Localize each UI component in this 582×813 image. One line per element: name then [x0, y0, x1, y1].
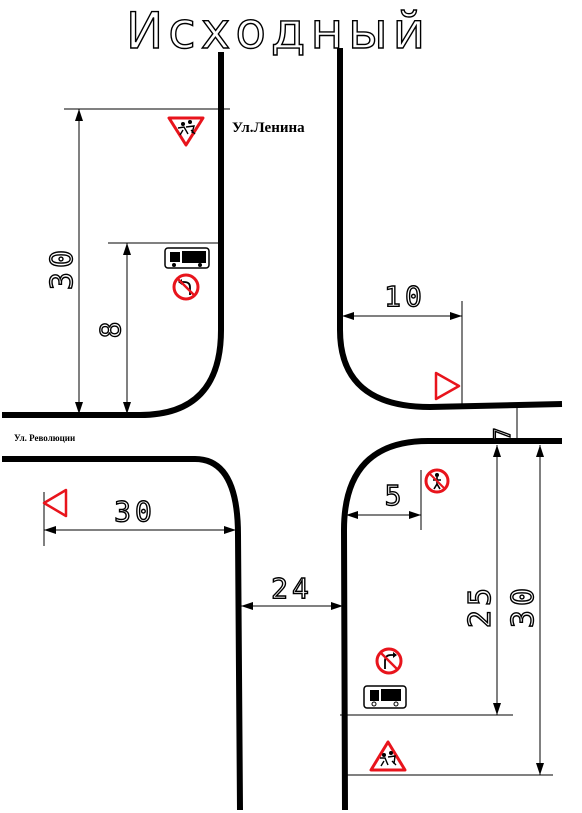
dim-label-30-left-bottom: 30 [114, 495, 156, 528]
diagram-title: Исходный [126, 2, 430, 60]
dim-label-7: 7 [491, 423, 516, 440]
dim-label-25: 25 [463, 584, 498, 628]
arrow-head [123, 243, 131, 255]
arrow-head [331, 602, 343, 610]
yield-sign-left-icon [42, 488, 68, 518]
no-pedestrian-sign-icon [424, 468, 450, 494]
yield-sign-right-icon [434, 371, 461, 401]
road-edge-bottom-left [2, 456, 243, 811]
arrow-head [493, 703, 501, 715]
dim-label-8: 8 [94, 318, 127, 339]
arrow-head [75, 402, 83, 414]
arrow-head [536, 763, 544, 775]
street-label-revolyutsii: Ул. Революции [14, 433, 75, 443]
arrow-head [123, 402, 131, 414]
road-edge-top-right [337, 48, 563, 411]
arrow-head [224, 526, 236, 534]
arrow-head [75, 109, 83, 121]
truck-plate-top-icon [164, 247, 210, 269]
street-label-lenina: Ул.Ленина [232, 120, 305, 136]
dim-label-30-left-top: 30 [45, 246, 80, 290]
arrow-head [241, 602, 253, 610]
arrow-head [493, 445, 501, 457]
arrow-head [536, 445, 544, 457]
dim-label-24: 24 [271, 572, 313, 605]
dim-label-30-right: 30 [506, 584, 541, 628]
dim-label-10: 10 [384, 280, 426, 313]
arrow-head [44, 526, 56, 534]
no-right-turn-sign-icon [375, 647, 403, 675]
road-edge-bottom-right [340, 437, 562, 811]
arrow-head [409, 511, 421, 519]
truck-plate-bottom-icon [363, 685, 407, 709]
arrow-head [346, 511, 358, 519]
children-warning-sign-top-icon [167, 116, 205, 147]
dim-label-5: 5 [385, 479, 406, 512]
children-warning-sign-bottom-icon [369, 740, 407, 772]
arrow-head [342, 312, 354, 320]
no-left-turn-sign-icon [172, 273, 200, 301]
road-edge-top-left [2, 52, 224, 418]
arrow-head [450, 312, 462, 320]
